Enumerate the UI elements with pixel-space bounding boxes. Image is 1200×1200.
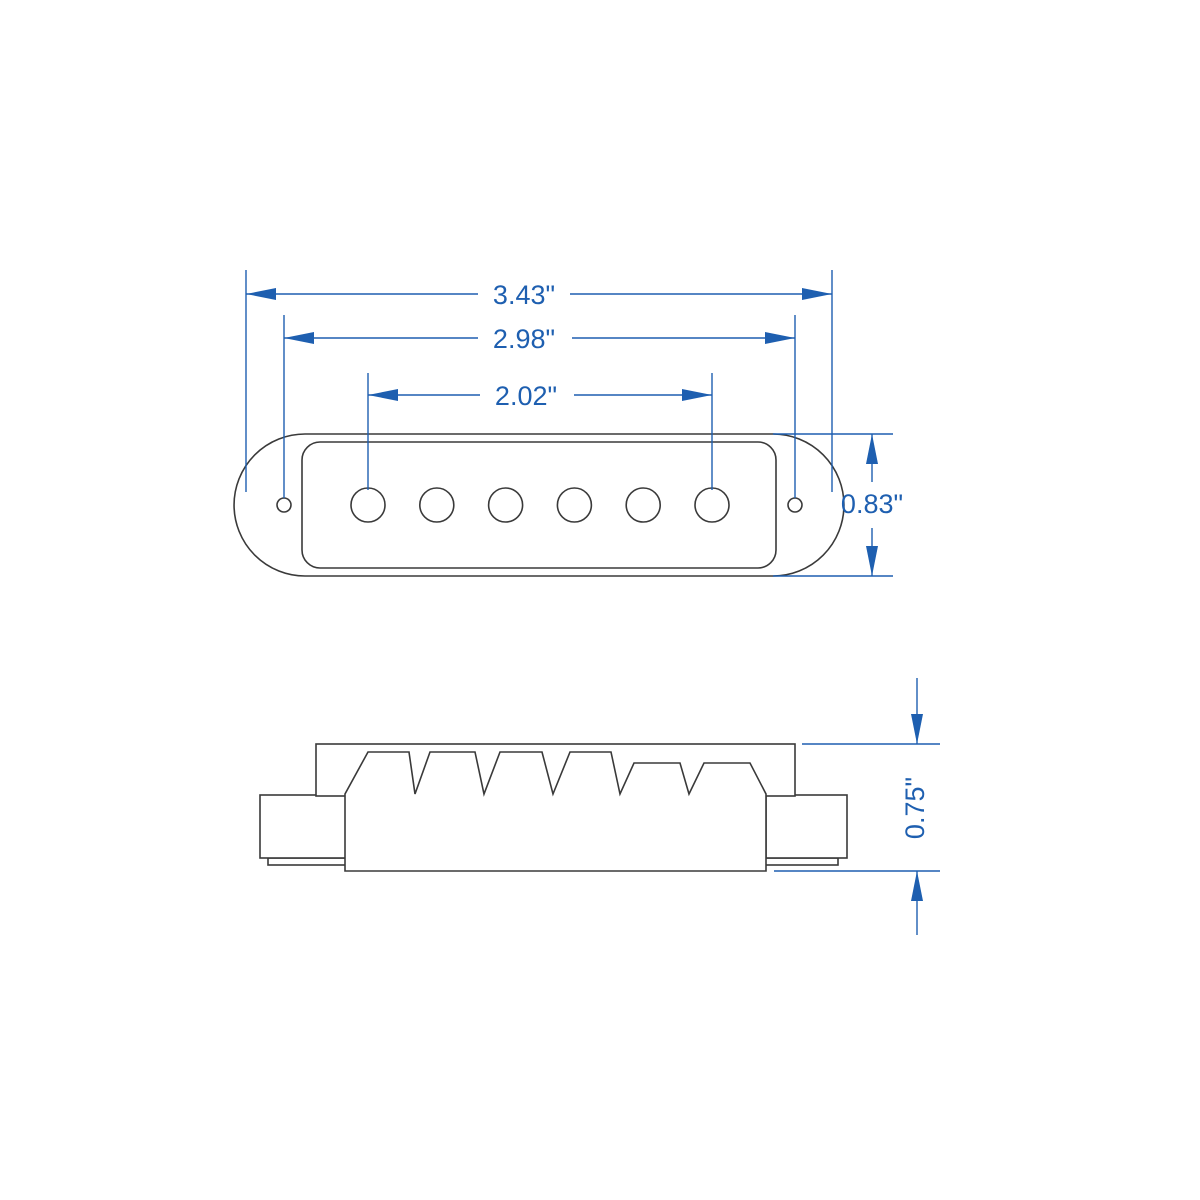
extension-lines-top [245, 270, 893, 577]
top-view [233, 433, 845, 577]
pole-piece-2 [418, 487, 455, 523]
arrowhead-top [866, 434, 878, 464]
pole-piece-6 [694, 487, 730, 523]
mounting-hole-left [276, 497, 292, 513]
arrowhead-left [284, 332, 314, 344]
pole-piece-5 [625, 487, 662, 523]
dimension-width: 0.83" [841, 434, 903, 576]
arrowhead-up [911, 871, 923, 901]
arrowhead-left [246, 288, 276, 300]
arrowhead-right [802, 288, 832, 300]
pole-piece-4 [556, 487, 593, 523]
arrowhead-left [368, 389, 398, 401]
side-mounting-tab-right [765, 794, 848, 859]
dimension-height: 0.75" [900, 678, 930, 935]
pole-piece-span-label: 2.02" [495, 381, 557, 411]
pole-piece-3 [487, 487, 524, 523]
side-bobbin-body [344, 751, 767, 872]
side-mounting-tab-left [259, 794, 347, 859]
dimension-overall-length: 3.43" [246, 280, 832, 310]
side-view [259, 743, 848, 872]
pickup-cover-outline [301, 441, 777, 569]
arrowhead-right [765, 332, 795, 344]
width-label: 0.83" [841, 489, 903, 519]
dimension-mounting-hole-spacing: 2.98" [284, 324, 795, 354]
pole-pieces [350, 487, 730, 523]
arrowhead-bottom [866, 546, 878, 576]
arrowhead-down [911, 714, 923, 744]
mounting-hole-right [787, 497, 803, 513]
overall-length-label: 3.43" [493, 280, 555, 310]
pole-piece-1 [350, 487, 386, 523]
mounting-hole-spacing-label: 2.98" [493, 324, 555, 354]
height-label: 0.75" [900, 777, 930, 839]
dimension-pole-piece-span: 2.02" [368, 381, 712, 411]
arrowhead-right [682, 389, 712, 401]
pickup-baseplate-outline [233, 433, 845, 577]
